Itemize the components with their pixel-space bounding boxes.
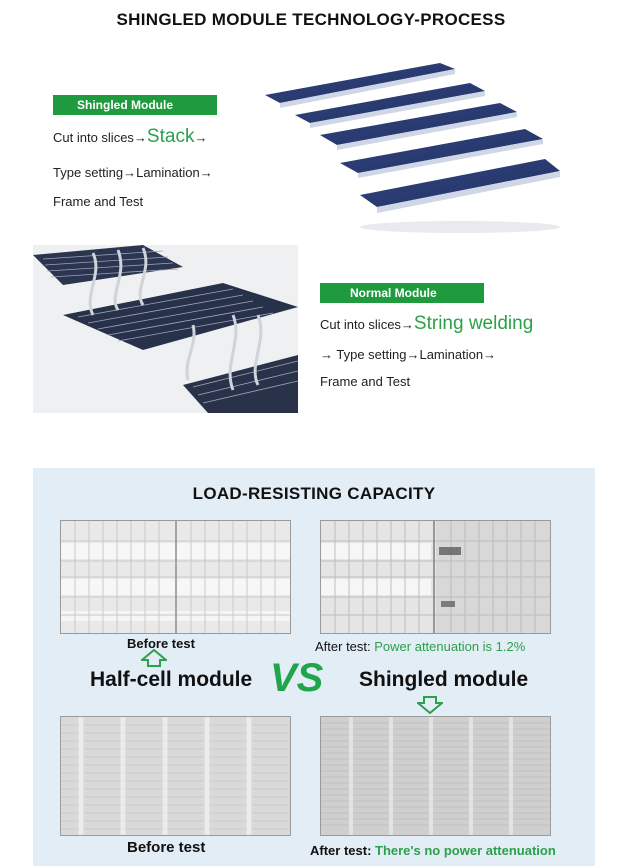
- el-grid-shingled-before: [61, 717, 290, 835]
- half-cell-after-highlight: Power attenuation is 1.2%: [374, 639, 526, 654]
- shingled-step-suffix: →: [194, 130, 208, 145]
- normal-step-line2: → Type setting→Lamination→: [320, 347, 497, 362]
- shingled-strip-3: [320, 103, 517, 150]
- normal-step-prefix: Cut into slices→: [320, 317, 414, 332]
- shingled-before-caption: Before test: [127, 839, 206, 856]
- shingled-after-prefix: After test:: [310, 843, 376, 858]
- solar-cell-bottom-right: [183, 355, 298, 413]
- page-title: SHINGLED MODULE TECHNOLOGY-PROCESS: [116, 10, 506, 29]
- half-cell-after-test-image: [320, 520, 551, 634]
- el-grid-shingled-after: [321, 717, 550, 835]
- shingled-after-highlight: There's no power attenuation: [375, 843, 556, 858]
- shingled-step-line1: Cut into slices→Stack→: [53, 126, 207, 148]
- solar-cell-middle: [63, 283, 298, 350]
- shingled-step-highlight: Stack: [146, 126, 195, 147]
- el-grid-half-cell-before: [61, 521, 290, 633]
- shingled-before-test-image: [60, 716, 291, 836]
- down-arrow-icon: [417, 696, 443, 714]
- normal-step-line1: Cut into slices→String welding: [320, 313, 533, 335]
- shingled-module-badge: Shingled Module: [53, 95, 217, 115]
- half-cell-after-prefix: After test:: [315, 639, 375, 654]
- shingled-module-label: Shingled module: [359, 668, 529, 691]
- normal-step-highlight: String welding: [413, 313, 534, 334]
- shingled-strip-2: [295, 83, 485, 128]
- shingled-step-line2: Type setting→Lamination→: [53, 165, 213, 180]
- shingled-step-line3: Frame and Test: [53, 194, 144, 209]
- load-resisting-panel: LOAD-RESISTING CAPACITY: [33, 468, 595, 866]
- shingled-strip-5: [360, 159, 560, 213]
- half-cell-before-test-image: [60, 520, 291, 634]
- shingled-strip-1: [265, 63, 455, 108]
- half-cell-after-caption: After test: Power attenuation is 1.2%: [315, 639, 525, 654]
- half-cell-module-label: Half-cell module: [90, 668, 253, 691]
- el-grid-half-cell-after: [321, 521, 550, 633]
- shingled-after-test-image: [320, 716, 551, 836]
- up-arrow-icon: [141, 649, 167, 667]
- vs-label: VS: [270, 656, 324, 700]
- shingled-after-caption: After test: There's no power attenuation: [310, 843, 556, 858]
- load-resisting-title: LOAD-RESISTING CAPACITY: [192, 484, 436, 503]
- normal-module-badge: Normal Module: [320, 283, 484, 303]
- shingled-stack-illustration: [265, 63, 560, 233]
- half-cell-before-caption: Before test: [127, 636, 195, 651]
- string-welding-illustration: [33, 245, 298, 413]
- crack-marks: [439, 547, 461, 607]
- welding-ribbons: [88, 247, 263, 391]
- shingled-strip-4: [340, 129, 543, 178]
- shingled-step-prefix: Cut into slices→: [53, 130, 147, 145]
- normal-step-line3: Frame and Test: [320, 374, 411, 389]
